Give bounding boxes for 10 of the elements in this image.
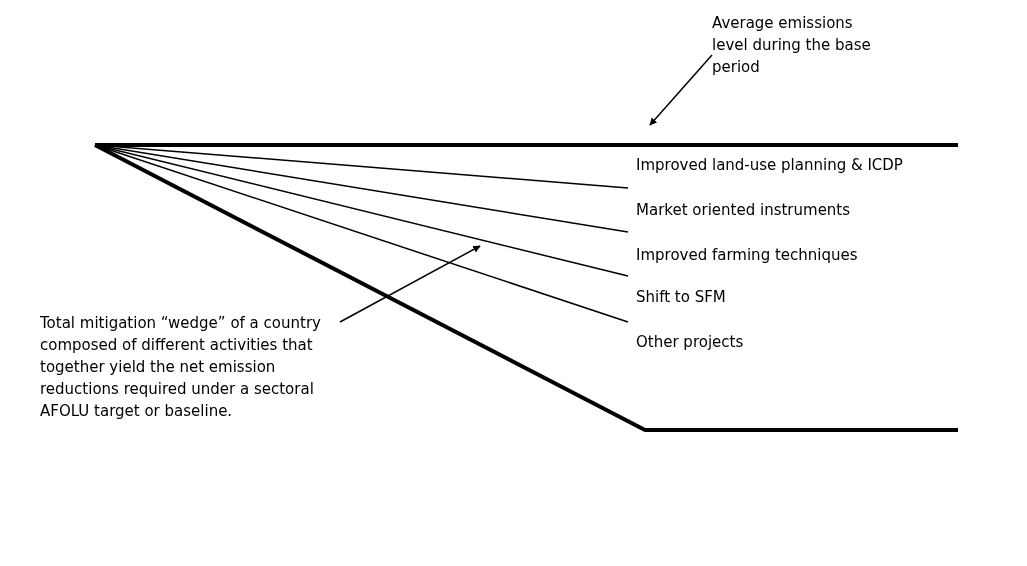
activity-label: Improved farming techniques [636,245,858,266]
leader-arrow [339,245,481,323]
baseline-line [95,143,958,147]
activity-label: Improved land-use planning & ICDP [636,155,903,176]
callout-text: Total mitigation “wedge” of a country composed of different activities that together yield the net emission reductions required under a sectoral AFOLU target or baseline. [40,312,340,422]
activity-label: Market oriented instruments [636,200,851,221]
leader-arrow [649,54,713,126]
activity-label: Shift to SFM [636,287,726,308]
activity-label: Other projects [636,332,744,353]
callout-text: Average emissions level during the base period [712,12,887,78]
